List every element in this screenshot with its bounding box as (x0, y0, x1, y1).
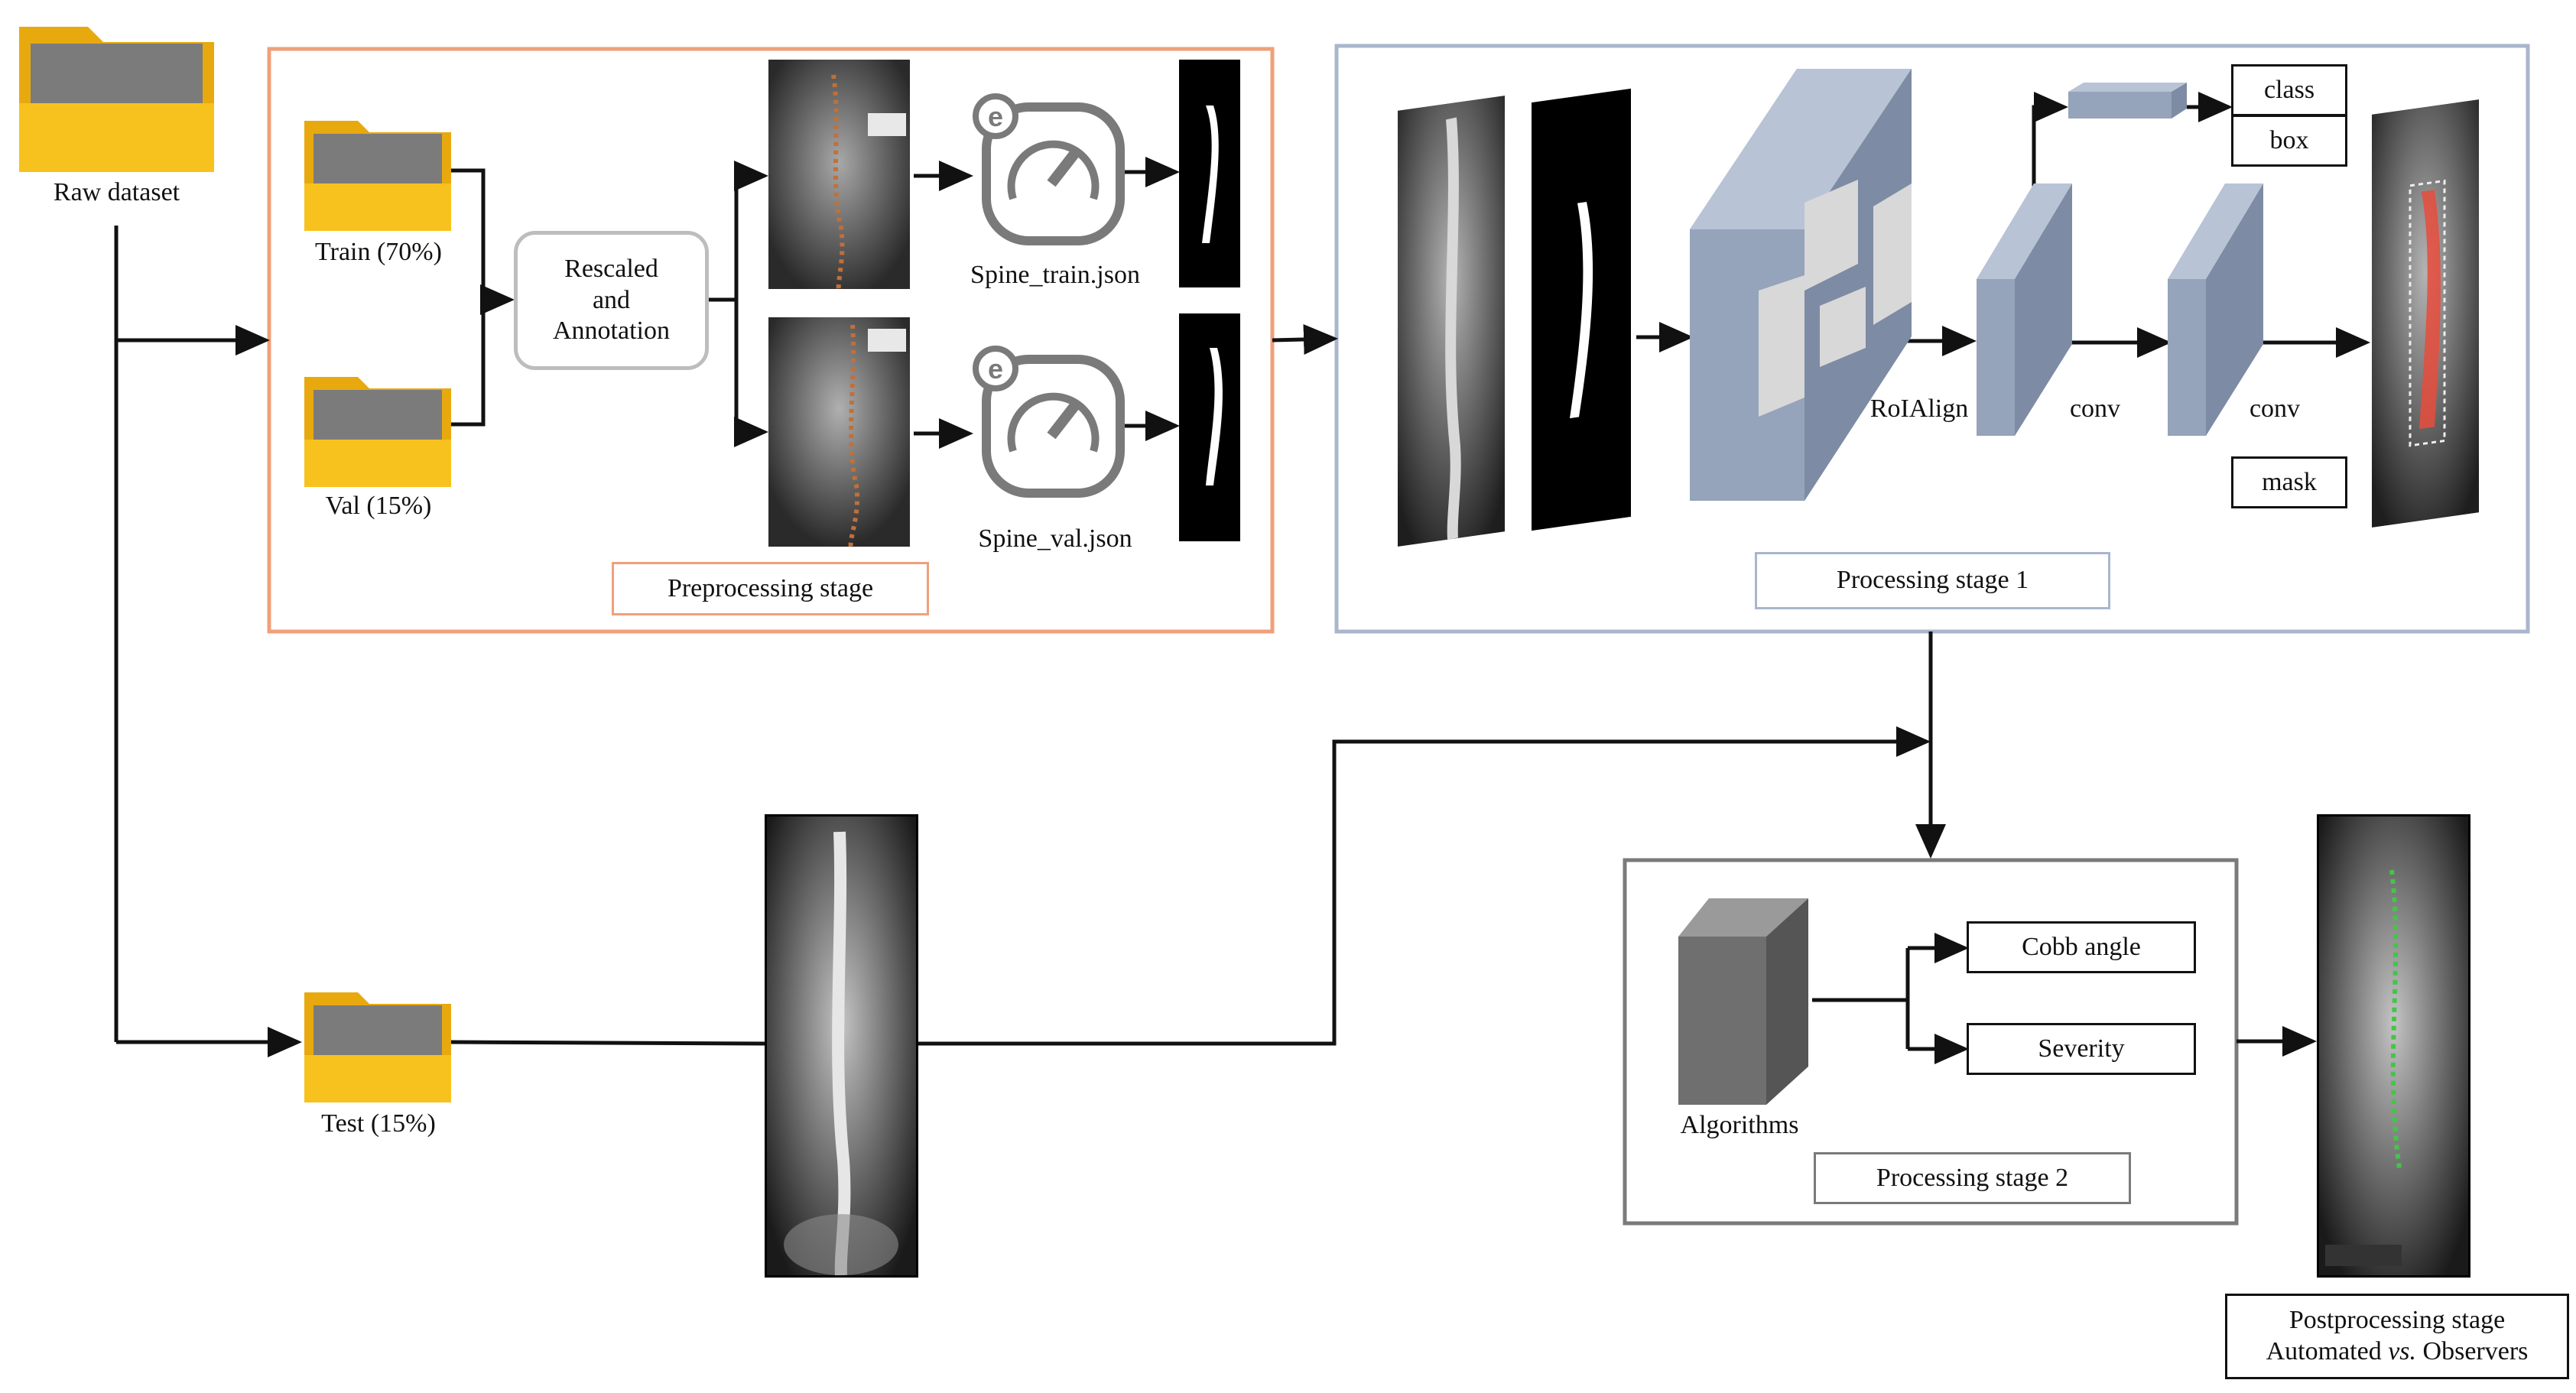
class-box: class (2231, 64, 2347, 116)
rescale-annotation-box: Rescaled and Annotation (514, 231, 709, 370)
svg-text:e: e (988, 101, 1003, 132)
post-line-2-italic: vs. (2388, 1337, 2417, 1365)
stage1-output-xray (2372, 99, 2479, 528)
stage1-frame (1334, 44, 2530, 634)
train-folder (304, 115, 451, 231)
val-label: Val (15%) (325, 492, 432, 520)
severity-box: Severity (1967, 1023, 2196, 1075)
box-box: box (2231, 115, 2347, 167)
preprocessing-stage-label: Preprocessing stage (612, 562, 929, 615)
conv-block-2 (2168, 183, 2263, 436)
rescale-line-1: Rescaled (564, 254, 658, 283)
json-icon-val (973, 346, 1125, 498)
cobb-angle-box: Cobb angle (1967, 921, 2196, 973)
mask-box: mask (2231, 456, 2347, 508)
roialign-label: RoIAlign (1869, 395, 1969, 423)
post-line-2: Automated vs. Observers (2266, 1336, 2529, 1368)
rescale-line-2: and (592, 285, 631, 314)
fc-block (2068, 83, 2187, 119)
conv1-label: conv (2069, 395, 2121, 423)
json-icon-train (973, 93, 1125, 245)
algorithms-label: Algorithms (1680, 1111, 1799, 1139)
mask-val (1179, 313, 1240, 541)
svg-text:e: e (988, 353, 1003, 385)
val-json-label: Spine_val.json (978, 524, 1132, 553)
conv-block-1 (1977, 183, 2072, 436)
stage2-label: Processing stage 2 (1814, 1152, 2131, 1204)
conv2-label: conv (2249, 395, 2301, 423)
postprocessing-xray (2317, 814, 2470, 1278)
test-xray (765, 814, 918, 1278)
raw-dataset-folder (19, 19, 214, 172)
test-label: Test (15%) (321, 1109, 436, 1138)
stage1-input-xray (1398, 96, 1505, 547)
post-line-2-prefix: Automated (2266, 1337, 2389, 1365)
train-label: Train (70%) (315, 238, 442, 266)
stage1-label: Processing stage 1 (1755, 552, 2110, 609)
raw-dataset-label: Raw dataset (53, 178, 180, 206)
algorithms-block (1678, 898, 1808, 1105)
train-json-label: Spine_train.json (970, 261, 1140, 289)
feature-map-block (1690, 69, 1912, 501)
annotated-xray-val (768, 317, 910, 547)
rescale-line-3: Annotation (553, 317, 670, 346)
test-folder (304, 986, 451, 1102)
mask-train (1179, 60, 1240, 287)
annotated-xray-train (768, 60, 910, 289)
val-folder (304, 371, 451, 487)
post-line-2-suffix: Observers (2416, 1337, 2529, 1365)
post-line-1: Postprocessing stage (2289, 1306, 2506, 1335)
postprocessing-label: Postprocessing stage Automated vs. Obser… (2225, 1294, 2569, 1379)
connector-lines (114, 92, 2370, 1064)
stage1-input-mask (1532, 88, 1631, 531)
